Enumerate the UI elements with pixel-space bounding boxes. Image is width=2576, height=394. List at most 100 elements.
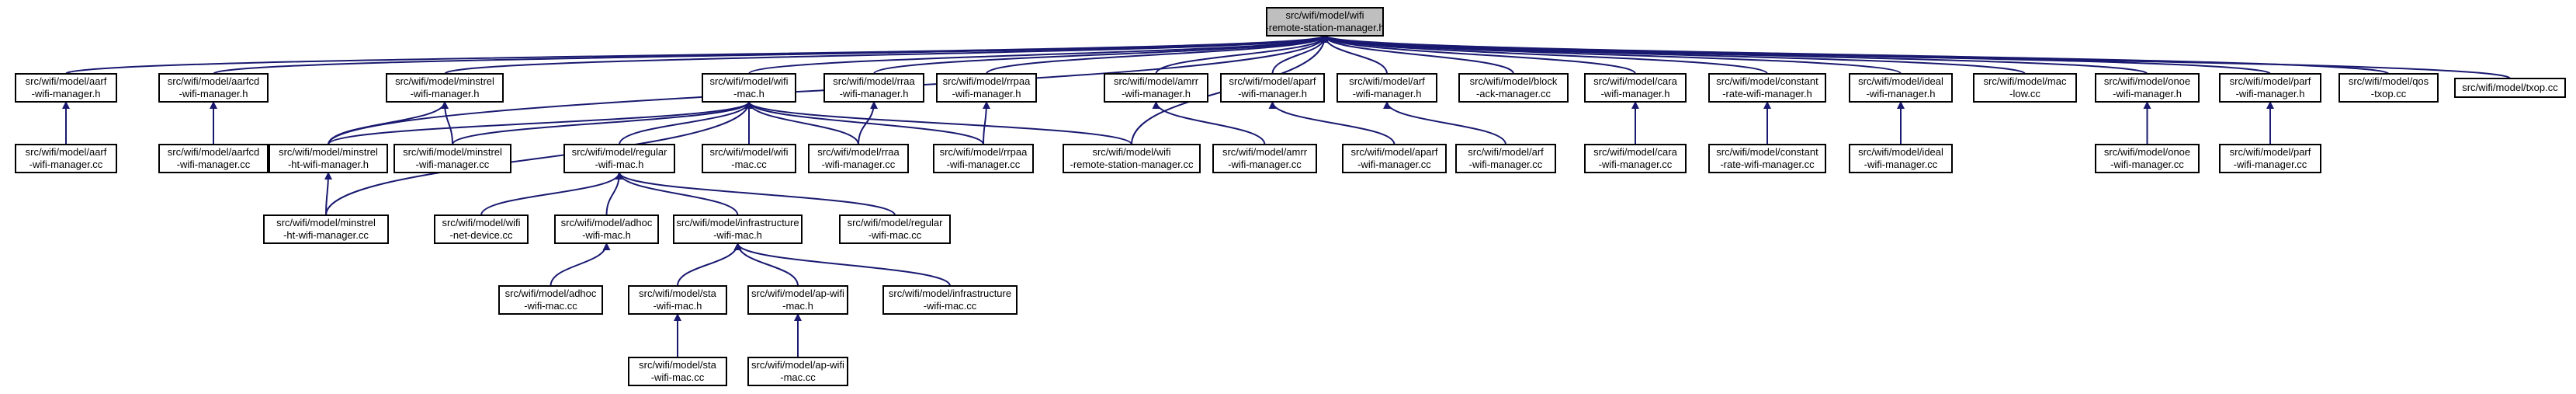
node-aparf-cc[interactable]: src/wifi/model/aparf-wifi-manager.cc	[1342, 144, 1447, 173]
edge-adhoc_cc-to-adhoc_h	[550, 242, 611, 287]
node-box	[839, 214, 951, 244]
node-ideal-cc[interactable]: src/wifi/model/ideal-wifi-manager.cc	[1849, 144, 1953, 173]
node-constant-cc[interactable]: src/wifi/model/constant-rate-wifi-manage…	[1708, 144, 1826, 173]
node-infra-h[interactable]: src/wifi/model/infrastructure-wifi-mac.h	[673, 214, 803, 244]
node-minstrel-h[interactable]: src/wifi/model/minstrel-wifi-manager.h	[386, 73, 504, 103]
edge-infra_cc-to-infra_h	[733, 242, 951, 287]
node-label-line: -wifi-manager.h	[2113, 88, 2182, 99]
node-rrpaa-cc[interactable]: src/wifi/model/rrpaa-wifi-manager.cc	[933, 144, 1034, 173]
node-box	[554, 214, 659, 244]
node-wifimac-cc[interactable]: src/wifi/model/wifi-mac.cc	[702, 144, 796, 173]
node-minstrel-cc[interactable]: src/wifi/model/minstrel-wifi-manager.cc	[394, 144, 511, 173]
node-minstrelht-cc[interactable]: src/wifi/model/minstrel-ht-wifi-manager.…	[263, 214, 389, 244]
node-label-line: -wifi-manager.h	[1867, 88, 1936, 99]
node-label-line: src/wifi/model/minstrel	[276, 217, 376, 228]
node-rraa-h[interactable]: src/wifi/model/rraa-wifi-manager.h	[823, 73, 924, 103]
node-parf-cc[interactable]: src/wifi/model/parf-wifi-manager.cc	[2219, 144, 2321, 173]
node-box	[1849, 73, 1953, 103]
edge-constant_h-to-root	[1321, 35, 1768, 75]
node-sta-cc[interactable]: src/wifi/model/sta-wifi-mac.cc	[628, 357, 727, 386]
node-box	[2095, 73, 2200, 103]
node-aparf-h[interactable]: src/wifi/model/aparf-wifi-manager.h	[1220, 73, 1325, 103]
node-label-line: src/wifi/model/ap-wifi	[751, 359, 844, 371]
node-label-line: src/wifi/model/rraa	[817, 146, 900, 158]
node-arf-cc[interactable]: src/wifi/model/arf-wifi-manager.cc	[1455, 144, 1556, 173]
node-rsm-cc[interactable]: src/wifi/model/wifi-remote-station-manag…	[1063, 144, 1201, 173]
node-label-line: src/wifi/model/onoe	[2104, 146, 2190, 158]
node-box	[1266, 7, 1384, 37]
node-amrr-cc[interactable]: src/wifi/model/amrr-wifi-manager.cc	[1212, 144, 1317, 173]
node-parf-h[interactable]: src/wifi/model/parf-wifi-manager.h	[2219, 73, 2321, 103]
node-arf-h[interactable]: src/wifi/model/arf-wifi-manager.h	[1337, 73, 1437, 103]
node-netdevice-cc[interactable]: src/wifi/model/wifi-net-device.cc	[434, 214, 529, 244]
node-box	[1849, 144, 1953, 173]
node-label-line: src/wifi/model/constant	[1716, 75, 1818, 87]
node-box	[2219, 73, 2321, 103]
edge-rrpaa_h-to-root	[986, 35, 1329, 75]
node-amrr-h[interactable]: src/wifi/model/amrr-wifi-manager.h	[1104, 73, 1208, 103]
node-blockack-cc[interactable]: src/wifi/model/block-ack-manager.cc	[1458, 73, 1569, 103]
node-txop-cc[interactable]: src/wifi/model/txop.cc	[2454, 78, 2566, 98]
edge-arf_cc-to-arf_h	[1383, 101, 1506, 145]
node-adhoc-cc[interactable]: src/wifi/model/adhoc-wifi-mac.cc	[498, 285, 603, 315]
node-label-line: -wifi-mac.cc	[524, 300, 577, 312]
node-label-line: -wifi-manager.h	[32, 88, 101, 99]
node-constant-h[interactable]: src/wifi/model/constant-rate-wifi-manage…	[1708, 73, 1826, 103]
node-label-line: -wifi-manager.cc	[1864, 159, 1938, 170]
node-rraa-cc[interactable]: src/wifi/model/rraa-wifi-manager.cc	[808, 144, 909, 173]
node-label-line: -wifi-mac.h	[654, 300, 702, 312]
node-label-line: -wifi-manager.h	[2236, 88, 2305, 99]
node-label-line: src/wifi/model/txop.cc	[2462, 82, 2558, 93]
node-box	[158, 144, 269, 173]
node-regular-cc[interactable]: src/wifi/model/regular-wifi-mac.cc	[839, 214, 951, 244]
node-adhoc-h[interactable]: src/wifi/model/adhoc-wifi-mac.h	[554, 214, 659, 244]
node-infra-cc[interactable]: src/wifi/model/infrastructure-wifi-mac.c…	[882, 285, 1018, 315]
node-label-line: src/wifi/model/ap-wifi	[751, 288, 844, 299]
node-label-line: -wifi-mac.h	[713, 229, 762, 241]
node-cara-h[interactable]: src/wifi/model/cara-wifi-manager.h	[1584, 73, 1687, 103]
edge-minstrelht_h-to-minstrel_h	[328, 101, 449, 145]
node-label-line: src/wifi/model/arf	[1468, 146, 1544, 158]
node-label-line: src/wifi/model/amrr	[1114, 75, 1199, 87]
node-maclow-cc[interactable]: src/wifi/model/mac-low.cc	[1973, 73, 2077, 103]
node-label-line: src/wifi/model/infrastructure	[676, 217, 799, 228]
node-box	[673, 214, 803, 244]
node-minstrelht-h[interactable]: src/wifi/model/minstrel-ht-wifi-manager.…	[269, 144, 388, 173]
node-label-line: src/wifi/model/regular	[848, 217, 943, 228]
node-aarf-h[interactable]: src/wifi/model/aarf-wifi-manager.h	[15, 73, 117, 103]
node-wifimac-h[interactable]: src/wifi/model/wifi-mac.h	[702, 73, 796, 103]
edge-maclow_cc-to-root	[1321, 35, 2026, 75]
edge-amrr_cc-to-amrr_h	[1152, 101, 1266, 145]
node-ap-cc[interactable]: src/wifi/model/ap-wifi-mac.cc	[747, 357, 848, 386]
node-regular-h[interactable]: src/wifi/model/regular-wifi-mac.h	[563, 144, 675, 173]
node-box	[1212, 144, 1317, 173]
node-aarfcd-cc[interactable]: src/wifi/model/aarfcd-wifi-manager.cc	[158, 144, 269, 173]
node-cara-cc[interactable]: src/wifi/model/cara-wifi-manager.cc	[1584, 144, 1687, 173]
node-onoe-cc[interactable]: src/wifi/model/onoe-wifi-manager.cc	[2095, 144, 2200, 173]
node-qostxop-cc[interactable]: src/wifi/model/qos-txop.cc	[2339, 73, 2439, 103]
node-label-line: -wifi-manager.cc	[1469, 159, 1543, 170]
edge-rraa_h-to-root	[873, 35, 1329, 75]
edge-cara_h-to-root	[1321, 35, 1636, 75]
node-label-line: src/wifi/model/adhoc	[505, 288, 597, 299]
edge-minstrel_cc-to-wifimac_h	[452, 101, 753, 145]
edge-layer	[62, 35, 2511, 358]
node-rrpaa-h[interactable]: src/wifi/model/rrpaa-wifi-manager.h	[936, 73, 1037, 103]
node-label-line: -wifi-manager.cc	[2234, 159, 2307, 170]
node-ap-h[interactable]: src/wifi/model/ap-wifi-mac.h	[747, 285, 848, 315]
node-aarfcd-h[interactable]: src/wifi/model/aarfcd-wifi-manager.h	[158, 73, 269, 103]
node-sta-h[interactable]: src/wifi/model/sta-wifi-mac.h	[628, 285, 727, 315]
node-label-line: src/wifi/model/wifi	[709, 146, 788, 158]
edge-rrpaa_cc-to-rrpaa_h	[982, 101, 990, 145]
node-aarf-cc[interactable]: src/wifi/model/aarf-wifi-manager.cc	[15, 144, 117, 173]
node-box	[1584, 73, 1687, 103]
node-label-line: -wifi-mac.h	[582, 229, 631, 241]
node-root[interactable]: src/wifi/model/wifi-remote-station-manag…	[1265, 7, 1385, 37]
node-label-line: -wifi-manager.h	[1353, 88, 1422, 99]
node-label-line: -remote-station-manager.h	[1265, 22, 1384, 33]
node-label-line: -wifi-manager.h	[952, 88, 1021, 99]
node-onoe-h[interactable]: src/wifi/model/onoe-wifi-manager.h	[2095, 73, 2200, 103]
node-box	[563, 144, 675, 173]
node-ideal-h[interactable]: src/wifi/model/ideal-wifi-manager.h	[1849, 73, 1953, 103]
